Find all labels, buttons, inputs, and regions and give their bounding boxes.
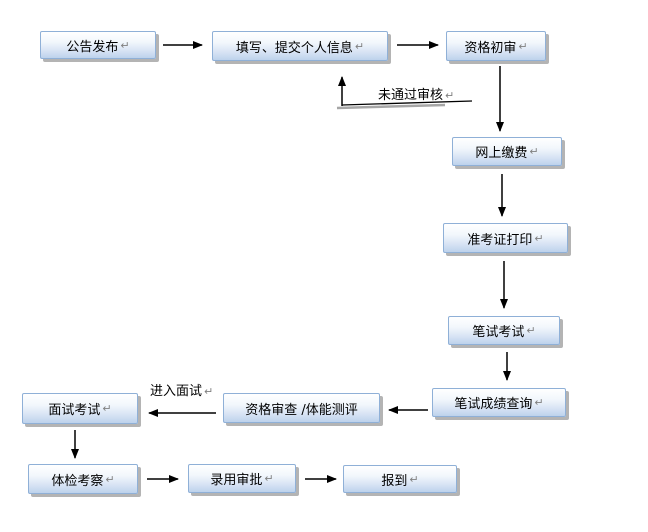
return-mark-icon: ↵ [534,231,544,245]
return-mark-icon: ↵ [105,472,115,486]
return-mark-icon: ↵ [204,385,214,398]
node-label: 体检考察 [51,473,104,489]
node-label: 资格初审 [464,40,517,56]
node-label: 报到 [381,473,408,489]
node-interview-exam: 面试考试↵ [22,393,138,424]
node-written-exam: 笔试考试↵ [448,316,560,345]
return-mark-icon: ↵ [102,402,112,415]
node-label: 填写、提交个人信息 [235,40,353,56]
edge-label-failed-review: 未通过审核↵ [378,84,454,103]
feedback-line-shadow [336,103,446,110]
node-label: 准考证打印 [467,232,533,248]
node-fill-submit-info: 填写、提交个人信息↵ [212,31,388,61]
return-mark-icon: ↵ [354,39,365,53]
node-physical-exam-inspection: 体检考察↵ [28,464,138,494]
edge-label-text: 未通过审核 [378,88,444,103]
node-qualification-review-physical-test: 资格审查 /体能测评 [223,393,380,423]
edge-label-enter-interview: 进入面试↵ [150,380,213,399]
return-mark-icon: ↵ [120,38,130,52]
return-mark-icon: ↵ [409,472,419,486]
node-employment-approval: 录用审批↵ [188,464,296,493]
node-label: 公告发布 [66,39,119,55]
return-mark-icon: ↵ [264,472,274,485]
node-report-duty: 报到↵ [343,465,457,493]
node-label: 面试考试 [48,403,101,418]
node-admission-ticket-print: 准考证打印↵ [443,223,568,253]
feedback-line-horizontal [341,100,473,106]
node-label: 笔试考试 [472,325,525,340]
return-mark-icon: ↵ [518,39,528,53]
edge-label-text: 进入面试 [150,384,203,399]
return-mark-icon: ↵ [534,396,544,409]
node-online-payment: 网上缴费↵ [452,137,562,166]
node-label: 网上缴费 [475,146,528,161]
node-label: 录用审批 [210,473,263,488]
return-mark-icon: ↵ [445,89,455,102]
node-qualification-initial-review: 资格初审↵ [446,31,546,61]
node-written-score-query: 笔试成绩查询↵ [432,388,566,417]
node-announcement: 公告发布↵ [40,31,156,59]
return-mark-icon: ↵ [526,324,536,337]
return-mark-icon: ↵ [529,145,539,158]
node-label: 笔试成绩查询 [454,397,533,412]
node-label: 资格审查 /体能测评 [245,402,358,418]
